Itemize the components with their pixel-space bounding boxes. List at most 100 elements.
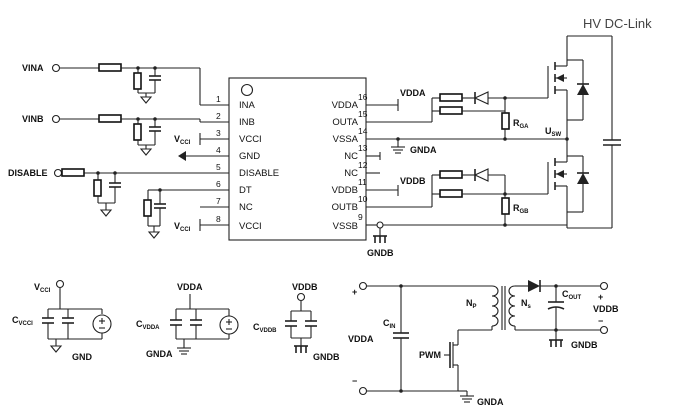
ic-pin-name: VCCI — [239, 134, 262, 145]
rgb-label: RGB — [513, 203, 529, 215]
ic-pin-number: 9 — [358, 212, 363, 222]
bottom-vcci-label: VCCI — [34, 282, 51, 294]
vcci-terminal — [55, 279, 65, 289]
cvddb-label: CVDDB — [253, 322, 277, 334]
ic-pin-number: 2 — [216, 111, 221, 121]
out-minus-label: − — [598, 316, 603, 326]
ic-pin-name: OUTB — [332, 202, 358, 213]
ic-pin-number: 6 — [216, 179, 221, 189]
turn-off-resistor-b — [439, 189, 463, 198]
vinb-terminal — [51, 114, 61, 124]
cin-label: CIN — [383, 318, 396, 330]
vout-plus-terminal — [599, 281, 609, 291]
ic-pin-number: 11 — [358, 177, 367, 187]
turn-on-resistor-b — [439, 170, 463, 179]
ic-pin-number: 1 — [216, 94, 221, 104]
vssb-node — [376, 221, 384, 229]
ic-pin-number: 13 — [358, 143, 368, 153]
disable-terminal — [53, 168, 63, 178]
secondary-winding — [508, 285, 516, 327]
gndb-label: GNDB — [367, 248, 394, 258]
ic-pin-name: VCCI — [239, 221, 262, 232]
low-side-mosfet — [547, 139, 589, 228]
ic-pin-name: OUTA — [332, 117, 358, 128]
disable-pulldown-resistor — [93, 179, 102, 197]
diode-icon — [473, 91, 489, 105]
bottom-gnd-label: GND — [72, 352, 93, 362]
gate-driver-ic — [228, 77, 367, 241]
rga-resistor — [501, 112, 510, 130]
ic-pin-number: 7 — [216, 196, 221, 206]
ic-pin-number: 15 — [358, 109, 368, 119]
bottom-gndb-label: GNDB — [313, 352, 340, 362]
vina-label: VINA — [22, 63, 44, 73]
vinb-pulldown-resistor — [133, 123, 142, 141]
bottom-vddb-label: VDDB — [292, 282, 318, 292]
vina-pulldown-resistor — [133, 72, 142, 90]
ic-pin-name: GND — [239, 151, 260, 162]
out-gndb-label: GNDB — [571, 340, 598, 350]
ic-pin-name: VSSA — [333, 134, 359, 145]
disable-resistor — [61, 168, 85, 177]
ic-pin-name: VDDB — [332, 185, 358, 196]
hv-dc-link-label: HV DC-Link — [583, 16, 652, 31]
ns-label: Ns — [521, 298, 532, 310]
ic-pin-number: 12 — [358, 160, 368, 170]
pwm-label: PWM — [419, 350, 441, 360]
rga-label: RGA — [513, 118, 529, 130]
bottom-gnda-label: GNDA — [146, 349, 173, 359]
disable-label: DISABLE — [8, 168, 48, 178]
ground-icon — [99, 209, 113, 217]
primary-winding — [491, 285, 499, 327]
supply-vdda-label: VDDA — [348, 334, 374, 344]
ic-pin-number: 10 — [358, 194, 368, 204]
cout-label: COUT — [562, 289, 582, 301]
ground-icon — [139, 148, 153, 156]
gnd-arrow-icon — [178, 151, 186, 161]
ic-pin-name: VSSB — [333, 221, 358, 232]
ic-pin-number: 8 — [216, 214, 221, 224]
supply-plus-terminal — [358, 281, 368, 291]
ic-pin-name: VDDA — [332, 100, 359, 111]
gnda-label: GNDA — [410, 145, 437, 155]
vddb-label: VDDB — [400, 176, 426, 186]
bottom-vdda-label: VDDA — [177, 282, 203, 292]
pin1-marker — [240, 83, 254, 97]
np-label: NP — [466, 298, 477, 310]
cvdda-label: CVDDA — [136, 319, 160, 331]
ic-pin-name: NC — [239, 202, 253, 213]
out-plus-label: + — [598, 292, 603, 302]
ic-pin-number: 14 — [358, 126, 368, 136]
vcci-label: VCCI — [174, 221, 191, 233]
ground-icon — [139, 96, 153, 104]
diode-icon — [528, 280, 540, 292]
vddb-terminal — [296, 292, 306, 302]
vcci-label: VCCI — [174, 134, 191, 146]
diode-icon — [473, 168, 489, 182]
ic-pin-number: 5 — [216, 162, 221, 172]
ic-pin-name: DISABLE — [239, 168, 279, 179]
turn-on-resistor-a — [439, 93, 463, 102]
rgb-resistor — [501, 197, 510, 215]
body-diode-icon — [577, 173, 589, 184]
ic-pin-name: INA — [239, 100, 256, 111]
supply-minus-terminal — [358, 386, 368, 396]
vinb-resistor — [98, 114, 122, 123]
vina-terminal — [51, 63, 61, 73]
ic-pin-name: NC — [344, 151, 358, 162]
vdda-label: VDDA — [400, 88, 426, 98]
vinb-label: VINB — [22, 114, 44, 124]
ic-left-pins — [62, 104, 229, 226]
ic-pin-number: 4 — [216, 145, 221, 155]
ic-right-pins — [366, 104, 432, 226]
out-vddb-label: VDDB — [593, 304, 619, 314]
ic-pin-name: DT — [239, 185, 252, 196]
ic-pin-name: NC — [344, 168, 358, 179]
body-diode-icon — [577, 84, 589, 95]
vout-minus-terminal — [599, 325, 609, 335]
supply-plus-label: + — [352, 287, 357, 297]
ic-pin-number: 3 — [216, 128, 221, 138]
ground-icon — [147, 231, 161, 239]
turn-off-resistor-a — [439, 106, 463, 115]
usw-label: USW — [545, 126, 562, 138]
